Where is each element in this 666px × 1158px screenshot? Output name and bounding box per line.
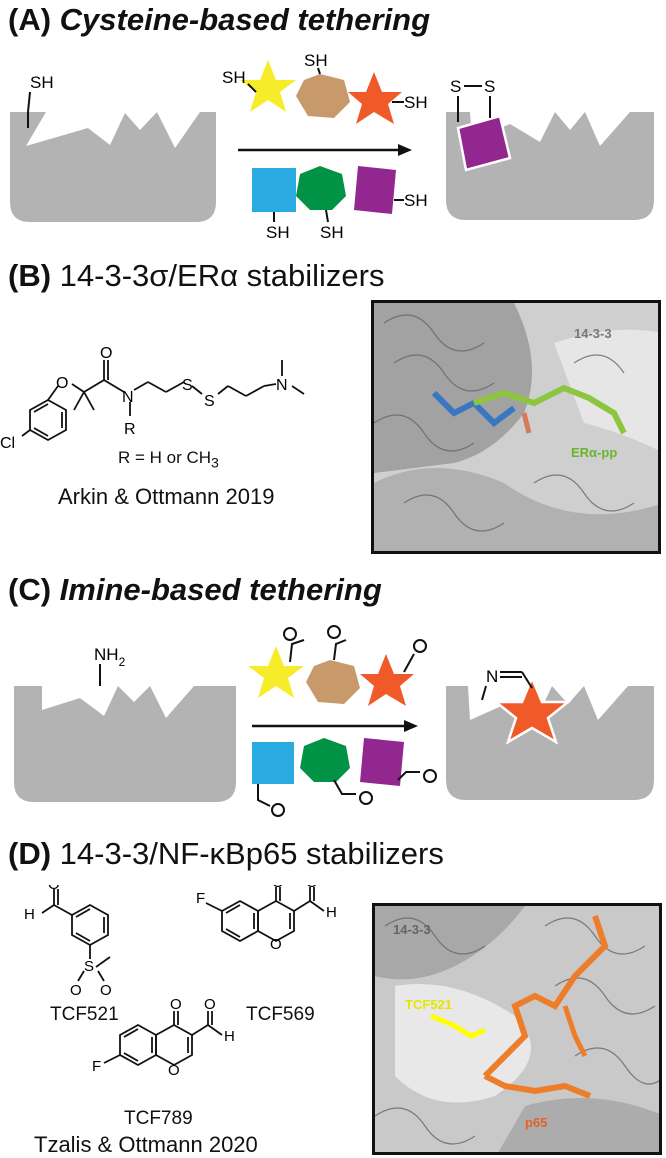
atom-cl: Cl xyxy=(0,435,15,452)
amine-subscript: 2 xyxy=(119,655,126,669)
panel-b-letter: (B) xyxy=(8,258,52,293)
square-blue xyxy=(252,168,296,212)
structure-label-14-3-3: 14-3-3 xyxy=(574,326,612,341)
thiol-label-red: SH xyxy=(404,93,428,112)
r-group-label: R = H or CH3 xyxy=(118,448,219,471)
structure-render-b: 14-3-3 ERα-pp xyxy=(374,303,658,551)
panel-d-heading: (D) 14-3-3/NF-κBp65 stabilizers xyxy=(8,836,444,872)
atom-n-amide: N xyxy=(122,389,134,406)
hexagon-tan xyxy=(296,74,350,118)
tcf569-atom-h: H xyxy=(326,904,337,921)
protein-left-c xyxy=(14,686,236,802)
panel-c-scheme: NH2 N xyxy=(14,625,654,817)
square-blue-c xyxy=(252,742,294,784)
atom-s2: S xyxy=(204,393,215,410)
r-group-subscript: 3 xyxy=(211,455,219,472)
atom-r: R xyxy=(124,421,136,438)
tethered-star-red xyxy=(492,674,572,745)
panel-a-title: Cysteine-based tethering xyxy=(59,2,431,37)
amine-label: NH2 xyxy=(94,645,126,669)
tcf789-atom-o-keto: O xyxy=(170,996,182,1013)
panel-b-heading: (B) 14-3-3σ/ERα stabilizers xyxy=(8,258,384,294)
tethered-square-purple xyxy=(456,114,512,172)
arkin-compound-structure: O O N R S S N Cl xyxy=(0,345,305,452)
panel-d-title: 14-3-3/NF-κBp65 stabilizers xyxy=(59,836,444,871)
panel-d-compound-structures: O H S O O F O O H O O O H O F xyxy=(24,885,337,1079)
star-yellow-c xyxy=(248,646,304,698)
hexagon-tan-c xyxy=(306,660,360,704)
protein-right-c xyxy=(446,686,654,800)
compound-label-tcf569: TCF569 xyxy=(246,1004,315,1025)
tcf569-atom-o-ring: O xyxy=(270,936,282,953)
square-purple xyxy=(354,166,396,214)
tcf521-atom-o2: O xyxy=(100,982,112,999)
disulfide-s1: S xyxy=(450,77,461,96)
atom-o-ether: O xyxy=(56,375,68,392)
tcf521-atom-o: O xyxy=(48,885,60,893)
tcf789-atom-h: H xyxy=(224,1028,235,1045)
tcf569-atom-o-ald: O xyxy=(306,885,318,891)
panel-b-title: 14-3-3σ/ERα stabilizers xyxy=(59,258,385,293)
thiol-label-blue: SH xyxy=(266,223,290,242)
hexagon-green xyxy=(296,166,346,210)
thiol-label-yellow: SH xyxy=(222,68,246,87)
structure-label-tcf521: TCF521 xyxy=(405,997,452,1012)
hexagon-green-c xyxy=(300,738,350,782)
structure-label-er-pp: ERα-pp xyxy=(571,445,617,460)
compound-label-tcf789: TCF789 xyxy=(124,1108,193,1129)
amine-text: NH xyxy=(94,645,119,664)
r-group-text: R = H or CH xyxy=(118,448,212,467)
star-yellow xyxy=(240,60,296,112)
panel-a-heading: (A) Cysteine-based tethering xyxy=(8,2,430,38)
star-red xyxy=(348,72,402,124)
thiol-label-left: SH xyxy=(30,73,54,92)
thiol-label-purple: SH xyxy=(404,191,428,210)
structure-label-p65: p65 xyxy=(525,1115,547,1130)
panel-d-citation: Tzalis & Ottmann 2020 xyxy=(34,1132,258,1157)
tcf521-atom-h: H xyxy=(24,906,35,923)
panel-b-citation: Arkin & Ottmann 2019 xyxy=(58,484,275,509)
thiol-label-tan: SH xyxy=(304,51,328,70)
thiol-label-green: SH xyxy=(320,223,344,242)
atom-o-carbonyl: O xyxy=(100,345,112,362)
structure-render-d: 14-3-3 TCF521 p65 xyxy=(375,906,659,1152)
panel-d-letter: (D) xyxy=(8,836,52,871)
atom-n-amine: N xyxy=(276,377,288,394)
structure-14-3-3-eralpha: 14-3-3 ERα-pp xyxy=(371,300,661,554)
structure-14-3-3-p65: 14-3-3 TCF521 p65 xyxy=(372,903,662,1155)
tcf521-atom-o1: O xyxy=(70,982,82,999)
tcf789-atom-o-ring: O xyxy=(168,1062,180,1079)
disulfide-s2: S xyxy=(484,77,495,96)
atom-s1: S xyxy=(182,377,193,394)
tcf569-atom-f: F xyxy=(196,890,205,907)
panel-a-letter: (A) xyxy=(8,2,52,37)
panel-c-letter: (C) xyxy=(8,572,52,607)
panel-c-title: Imine-based tethering xyxy=(59,572,382,607)
tcf789-atom-o-ald: O xyxy=(204,996,216,1013)
tcf789-atom-f: F xyxy=(92,1058,101,1075)
structure-label-14-3-3-d: 14-3-3 xyxy=(393,922,431,937)
tcf521-atom-s: S xyxy=(84,958,94,975)
star-red-c xyxy=(360,654,414,706)
imine-n-label: N xyxy=(486,667,498,686)
panel-c-heading: (C) Imine-based tethering xyxy=(8,572,382,608)
compound-label-tcf521: TCF521 xyxy=(50,1004,119,1025)
protein-left-a xyxy=(10,112,216,222)
square-purple-c xyxy=(360,738,404,786)
tcf569-atom-o-keto: O xyxy=(272,885,284,891)
panel-a-scheme: SH SH SH SH SH SH SH S S xyxy=(10,51,654,242)
